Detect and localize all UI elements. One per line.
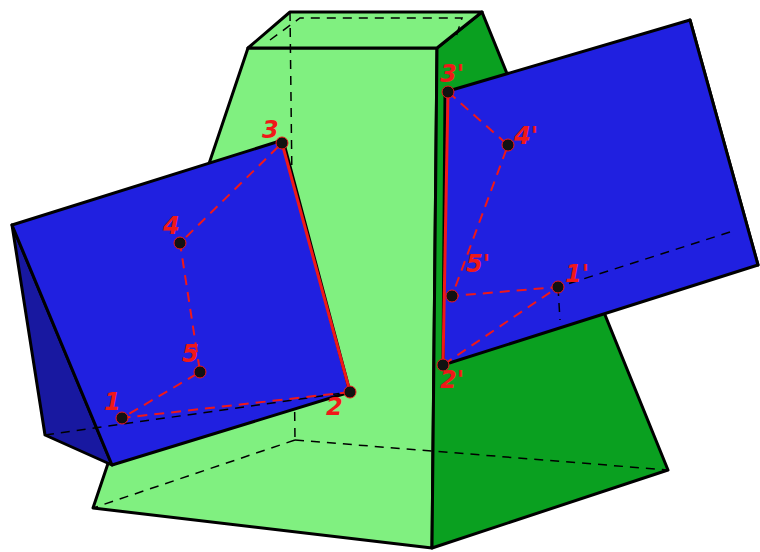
point-label: 5' [466, 252, 490, 276]
point-label: 2' [440, 368, 464, 392]
point-label: 1' [565, 262, 589, 286]
point-label: 4 [163, 214, 180, 238]
point-label: 5 [182, 342, 199, 366]
point-label: 3 [262, 118, 279, 142]
point-label: 1 [104, 390, 121, 414]
point-label: 3' [440, 62, 464, 86]
point-label: 2 [326, 395, 343, 419]
point-label: 4' [514, 124, 538, 148]
